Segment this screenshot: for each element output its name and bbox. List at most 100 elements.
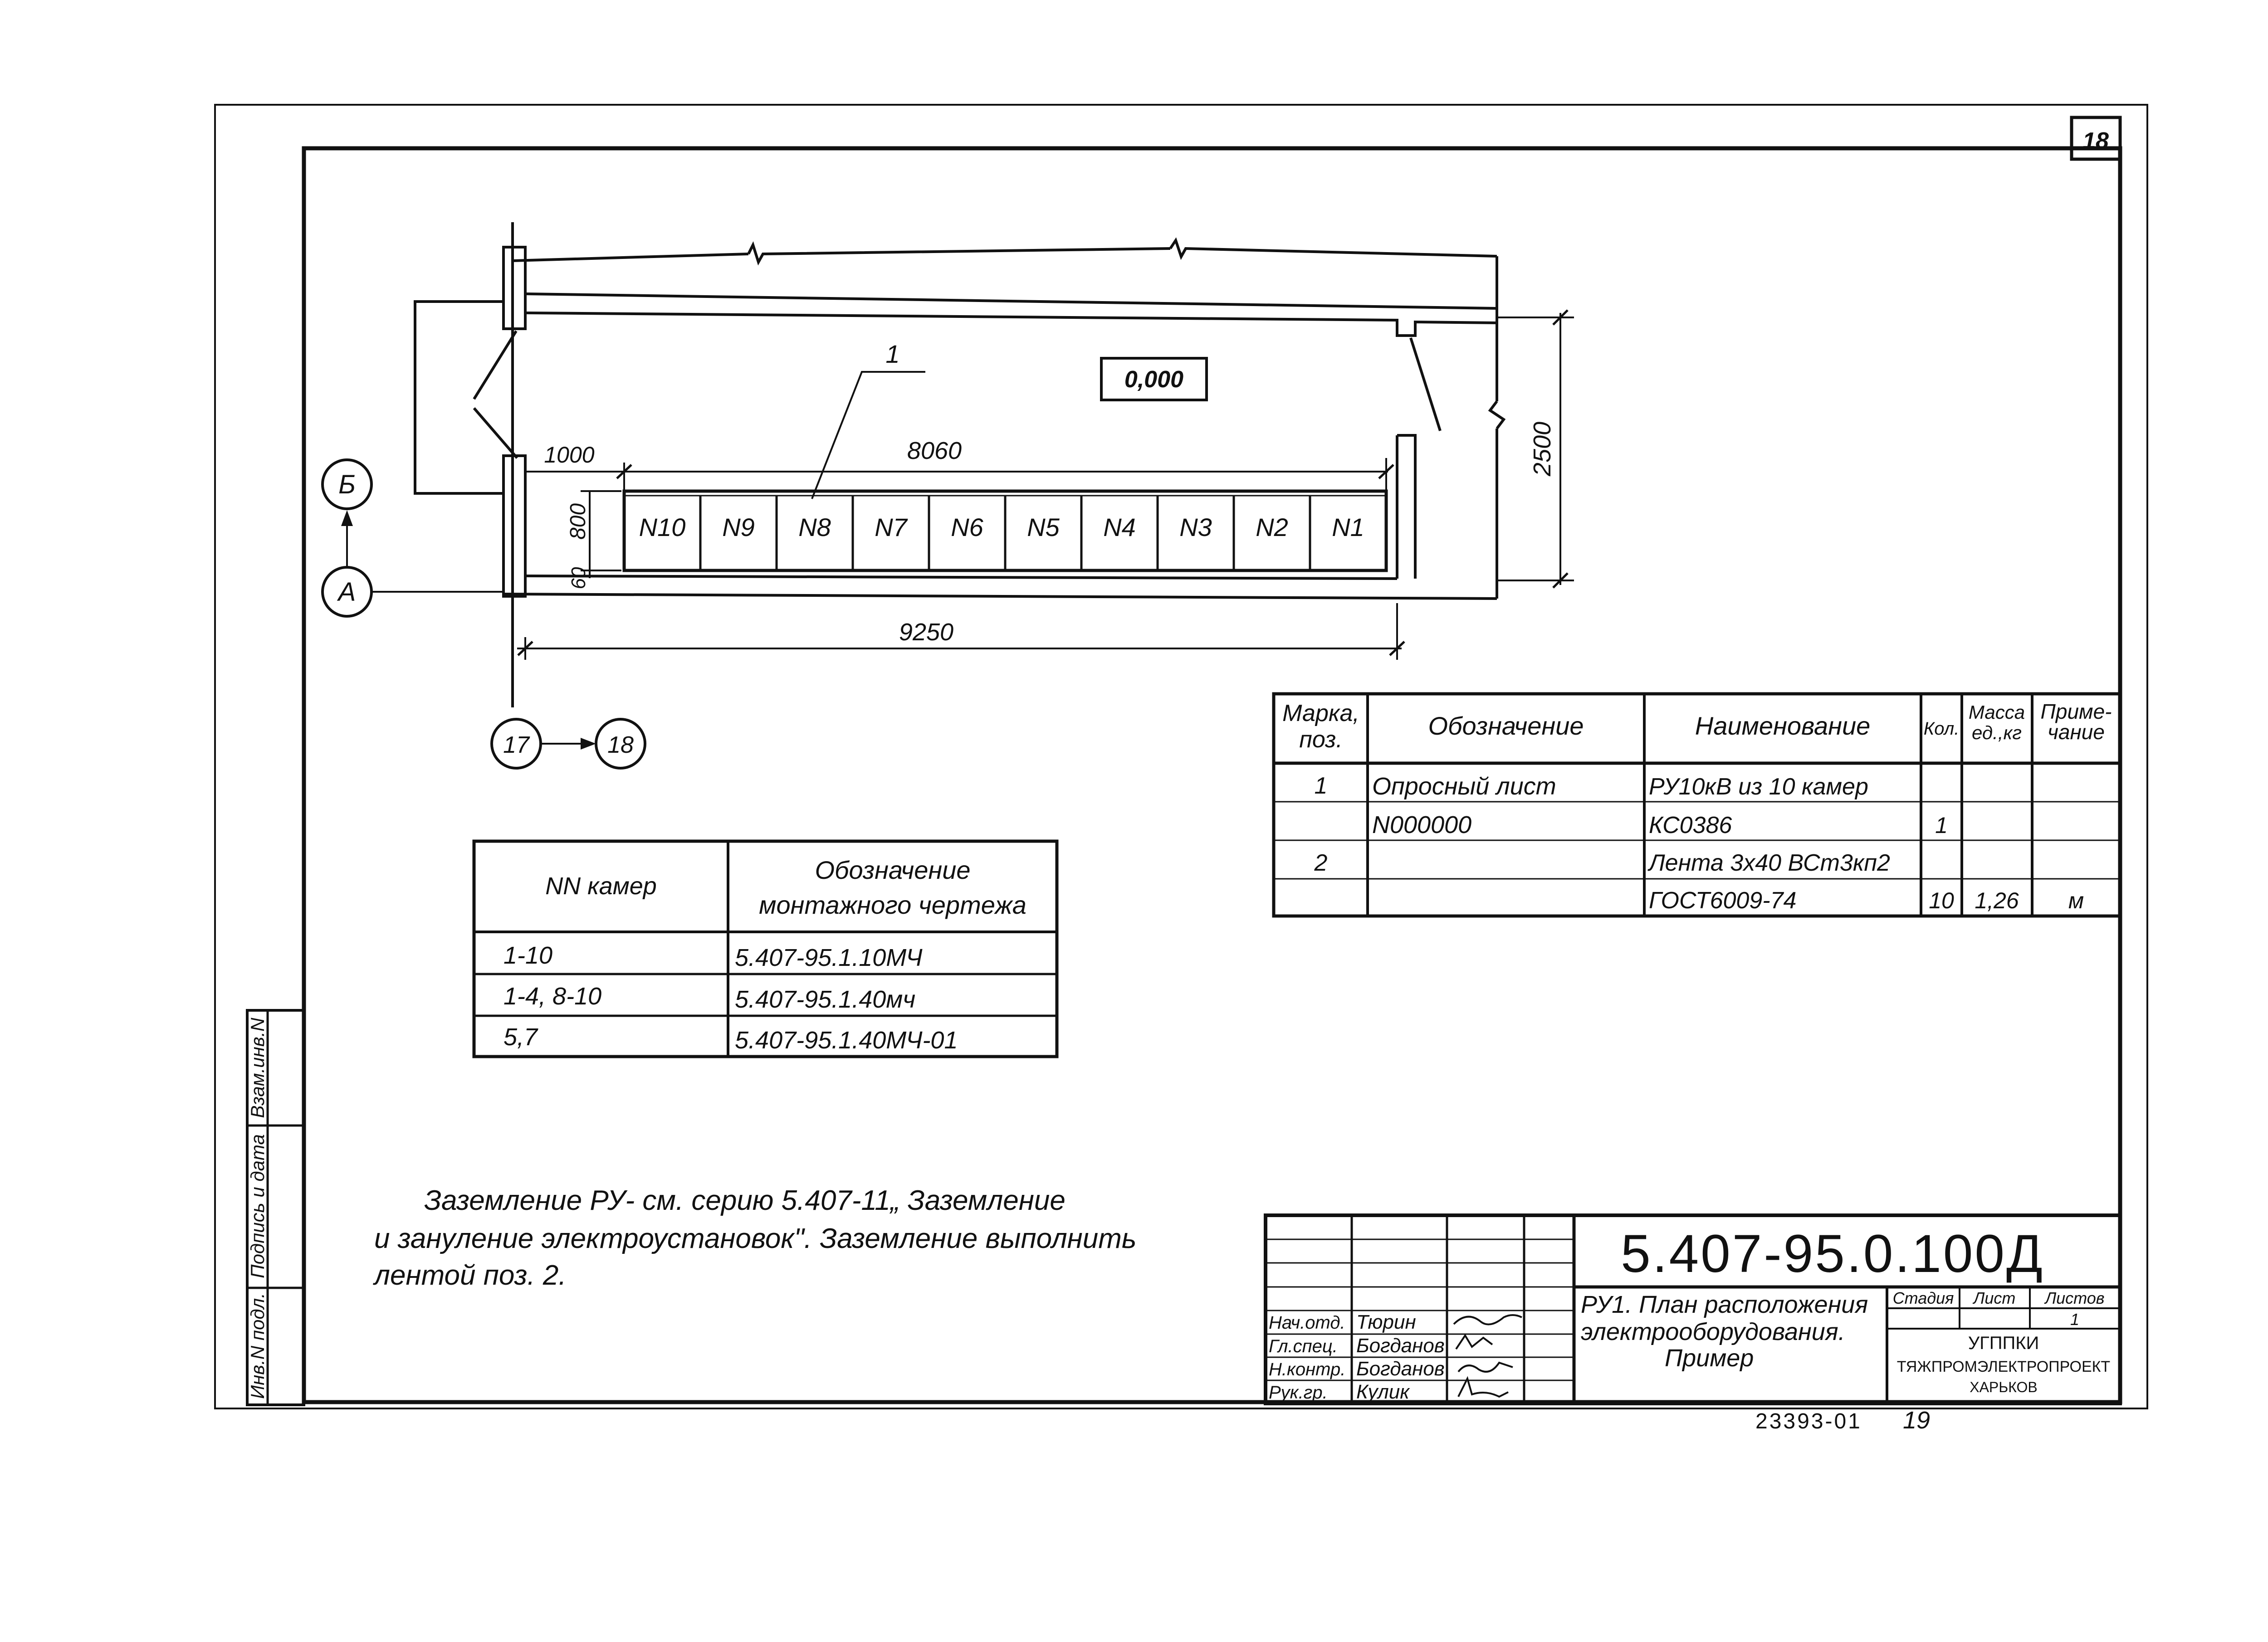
spec-header-mass-line1: Масса [1969,702,2025,723]
title-block [1264,1213,2122,1405]
title-line2: электрооборудования. [1581,1318,1845,1345]
cell-label: N1 [1332,513,1364,541]
signature [1453,1314,1522,1325]
dim-left-offset: 1000 [544,442,594,468]
dimension-lines [517,313,1574,660]
staff-name: Кулик [1356,1381,1410,1403]
elevation-mark: 0,000 [1124,366,1183,393]
spec-header-mark-line2: поз. [1299,726,1343,753]
dim-room-width: 2500 [1529,422,1556,477]
outer-frame [214,104,2148,1409]
spec-header-mass-line2: ед.,кг [1972,722,2022,743]
position-label: 1 [885,340,899,368]
axis-a-label: А [337,577,356,607]
stamp-vzam: Взам.инв.N [247,1018,268,1118]
org-line3: ХАРЬКОВ [1970,1379,2038,1395]
axis-arrow [581,738,596,750]
signature [1457,1376,1509,1398]
dim-total-length: 9250 [899,619,953,646]
stamp-inv-podl: Инв.N подл. [247,1293,268,1399]
chambers-row-drawing: 5.407-95.1.10МЧ [735,944,923,971]
cell-label: N10 [639,513,686,541]
chambers-header-col2-line1: Обозначение [815,856,970,884]
spec-row-name: Лента 3х40 ВСт3кп2 [1647,850,1890,876]
position-leader [811,371,925,499]
spec-row-mark: 1 [1315,773,1328,799]
sheets-label: Листов [2044,1289,2104,1307]
signature [1457,1361,1513,1373]
side-stamp [246,1009,305,1406]
note-line3: лентой поз. 2. [373,1260,567,1291]
axis-b-label: Б [338,470,356,499]
footer-page: 19 [1903,1407,1930,1434]
spec-row-name: РУ10кВ из 10 камер [1649,774,1868,800]
dimension-ticks [517,309,1569,656]
org-line2: ТЯЖПРОМЭЛЕКТРОПРОЕКТ [1897,1358,2110,1375]
cell-label: N2 [1256,513,1288,541]
spec-header-mark-line1: Марка, [1282,700,1359,726]
sheets-value: 1 [2070,1310,2079,1329]
staff-role: Гл.спец. [1269,1336,1338,1356]
dim-cells-length: 8060 [907,437,962,464]
title-line3: Пример [1665,1345,1754,1372]
stage-label: Стадия [1893,1289,1954,1307]
cell-labels: N10 N9 N8 N7 N6 N5 N4 N3 N2 N1 [639,513,1364,541]
spec-header-qty: Кол. [1924,719,1960,739]
room-plan [414,222,1506,707]
org-line1: УГППКИ [1968,1333,2039,1353]
cell-label: N5 [1027,513,1060,541]
dim-cell-depth: 800 [566,503,590,540]
spec-header-name: Наименование [1695,711,1870,740]
sheet-number-box [2070,116,2122,161]
chambers-header-col1: NN камер [545,872,657,900]
note-line1: Заземление РУ- см. серию 5.407-11„ Зазем… [424,1185,1066,1216]
staff-role: Рук.гр. [1269,1383,1328,1403]
cell-label: N6 [951,513,983,541]
spec-row-qty: 10 [1929,888,1954,913]
stamp-podpis: Подпись и дата [247,1134,268,1278]
cell-label: N9 [722,513,755,541]
title-line1: РУ1. План расположения [1581,1291,1868,1318]
cell-label: N4 [1103,513,1136,541]
chambers-row-drawing: 5.407-95.1.40мч [735,986,915,1013]
signature [1455,1334,1493,1350]
spec-header-note-line2: чание [2048,720,2105,744]
archive-number: 23393-01 [1755,1409,1862,1433]
staff-role: Нач.отд. [1269,1313,1345,1333]
cell-dividers [699,496,1311,570]
axis-18-label: 18 [607,732,634,758]
document-code: 5.407-95.0.100Д [1621,1224,2044,1284]
axis-arrow [341,510,353,526]
staff-role: Н.контр. [1269,1359,1345,1379]
signatures [1453,1314,1522,1398]
spec-row-designation: Опросный лист [1372,773,1556,800]
axis-17-label: 17 [503,732,530,758]
sheet-number: 18 [2082,128,2109,154]
chambers-row-chambers: 5,7 [503,1023,538,1051]
staff-name: Богданов [1356,1335,1445,1357]
spec-row-designation: N000000 [1372,811,1471,838]
spec-row-note: м [2068,888,2084,913]
axis-leaders [346,512,592,745]
chambers-table [472,839,1059,1058]
spec-row-qty: 1 [1935,813,1948,838]
spec-header-note-line1: Приме- [2041,700,2112,723]
dim-gap: 60 [567,567,590,589]
cell-label: N3 [1179,513,1212,541]
cell-label: N8 [798,513,831,541]
axis-markers [321,458,646,770]
spec-header-designation: Обозначение [1428,711,1584,740]
spec-table [1272,692,2122,918]
chambers-row-chambers: 1-10 [503,942,552,969]
spec-row-mark: 2 [1314,850,1328,876]
chambers-row-chambers: 1-4, 8-10 [503,983,601,1010]
staff-name: Богданов [1356,1358,1445,1380]
cell-label: N7 [875,513,908,541]
spec-row-name: КС0386 [1649,812,1732,838]
spec-row-mass: 1,26 [1975,888,2019,913]
chambers-header-col2-line2: монтажного чертежа [759,891,1026,919]
elevation-box [1100,357,1208,401]
staff-name: Тюрин [1356,1311,1416,1333]
chambers-row-drawing: 5.407-95.1.40МЧ-01 [735,1027,958,1054]
